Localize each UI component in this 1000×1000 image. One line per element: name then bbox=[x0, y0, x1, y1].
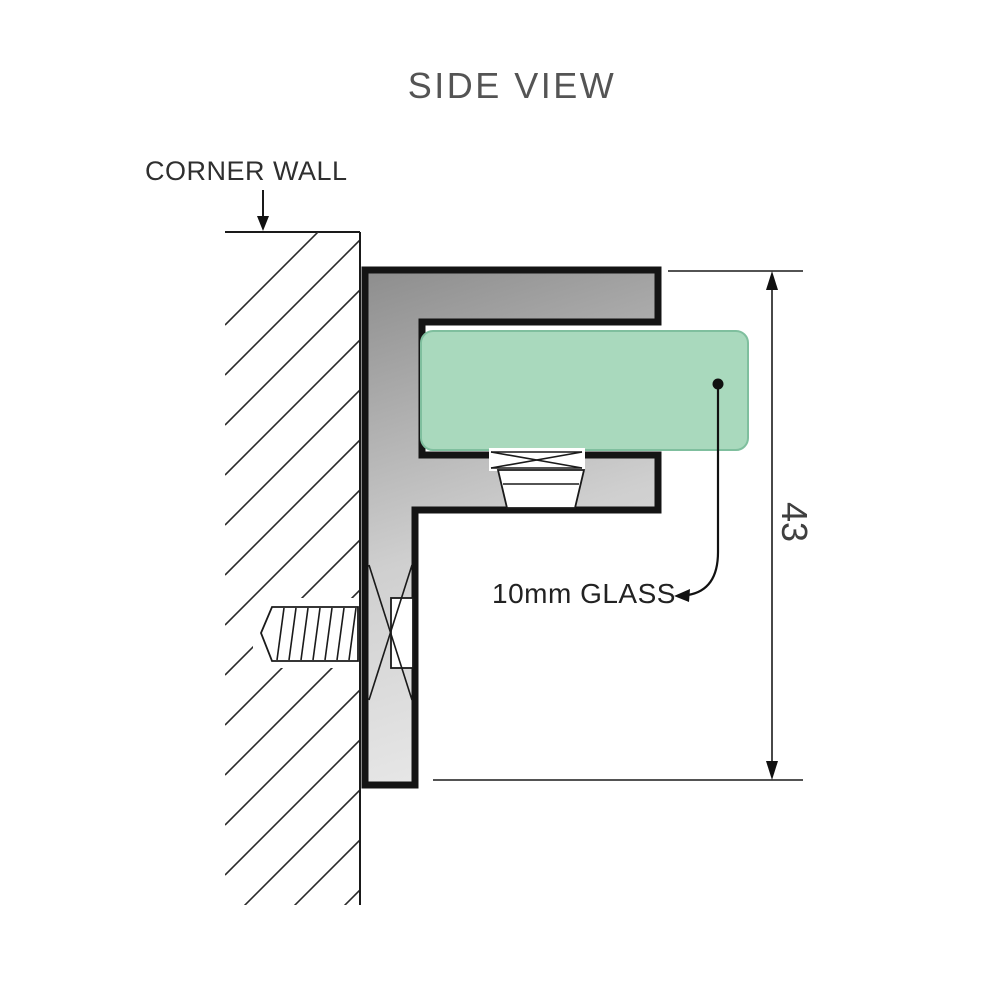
thread-line bbox=[288, 607, 297, 661]
wall-label: CORNER WALL bbox=[145, 156, 348, 186]
hatch-line bbox=[225, 289, 360, 426]
thread-line bbox=[324, 607, 333, 661]
hatch-line bbox=[225, 232, 320, 326]
dimension-value: 43 bbox=[774, 502, 815, 542]
hatch-line bbox=[293, 839, 360, 905]
gasket-cup bbox=[496, 469, 586, 509]
dimension-arrow-bottom bbox=[766, 761, 778, 780]
hatch-line bbox=[225, 739, 360, 876]
hatch-line bbox=[225, 239, 360, 376]
wall-arrow-head bbox=[257, 216, 269, 231]
wall-hatching bbox=[225, 232, 360, 905]
hatch-line bbox=[243, 789, 360, 905]
thread-line bbox=[312, 607, 321, 661]
page-title: SIDE VIEW bbox=[408, 65, 617, 106]
thread-line bbox=[336, 607, 345, 661]
glass-leader-line bbox=[687, 389, 720, 597]
glass-panel bbox=[420, 330, 749, 451]
glass-label: 10mm GLASS bbox=[492, 578, 676, 609]
gasket bbox=[489, 448, 586, 509]
wall-label-arrow bbox=[257, 190, 269, 231]
hatch-line bbox=[343, 889, 360, 905]
glass-leader-arrowhead bbox=[674, 589, 690, 602]
screw-thread-outline bbox=[260, 606, 359, 662]
hatch-line bbox=[225, 689, 360, 826]
hatch-line bbox=[225, 439, 360, 576]
glass-leader-dot bbox=[712, 378, 724, 390]
thread-line bbox=[348, 607, 357, 661]
glass-callout: 10mm GLASS bbox=[492, 378, 724, 609]
hatch-line bbox=[225, 389, 360, 526]
fixing-screw bbox=[253, 564, 414, 701]
screw-head-section bbox=[390, 597, 414, 669]
thread-line bbox=[300, 607, 309, 661]
hatch-line bbox=[225, 339, 360, 476]
thread-line bbox=[276, 607, 285, 661]
hatch-line bbox=[225, 489, 360, 626]
dimension-arrow-top bbox=[766, 271, 778, 290]
dimension-43: 43 bbox=[433, 270, 815, 781]
screw-cross-line bbox=[368, 564, 413, 701]
bracket-profile bbox=[361, 266, 662, 789]
gasket-spring-line bbox=[490, 451, 583, 469]
corner-wall bbox=[225, 231, 361, 905]
